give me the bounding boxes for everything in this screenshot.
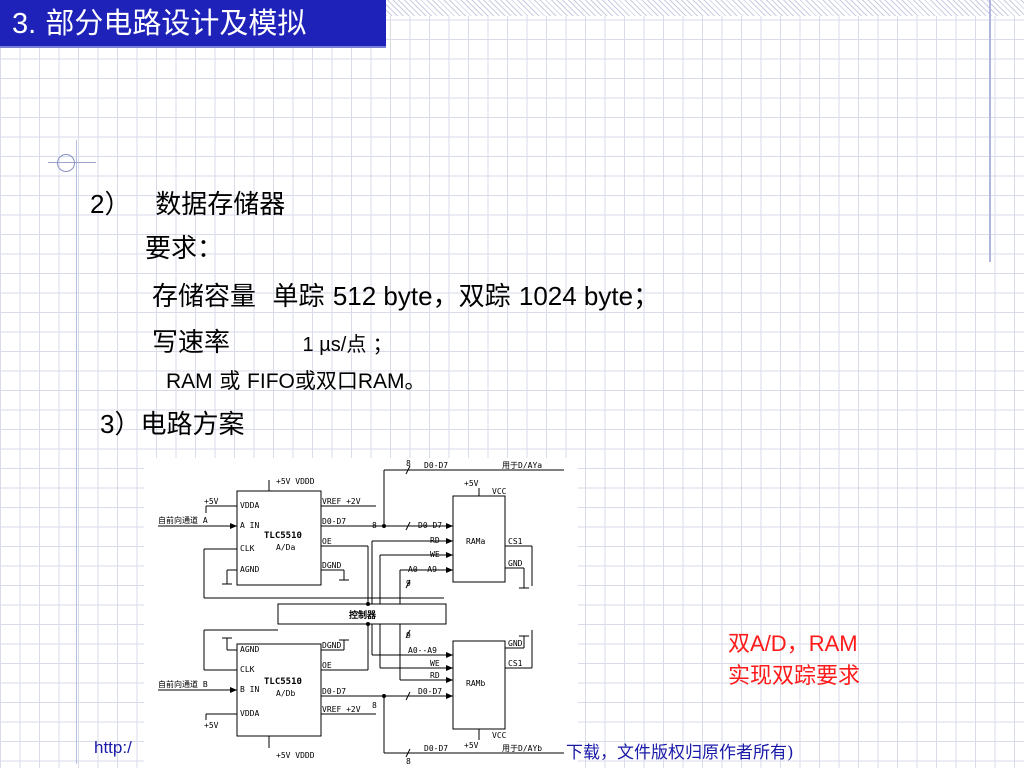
svg-text:WE: WE	[430, 550, 440, 559]
svg-text:OE: OE	[322, 661, 332, 670]
svg-text:8: 8	[372, 521, 377, 530]
svg-text:8: 8	[406, 459, 411, 468]
svg-text:DGND: DGND	[322, 641, 341, 650]
svg-text:VDDA: VDDA	[240, 709, 259, 718]
svg-text:自前向通道 B: 自前向通道 B	[158, 679, 208, 689]
svg-text:A/Db: A/Db	[276, 689, 295, 698]
svg-text:8: 8	[406, 757, 411, 766]
decorative-ring-icon	[57, 154, 75, 172]
svg-text:D0-D7: D0-D7	[418, 687, 442, 696]
svg-text:RAMb: RAMb	[466, 679, 485, 688]
svg-text:用于D/AYb: 用于D/AYb	[502, 744, 542, 753]
svg-text:+5V: +5V	[464, 741, 479, 750]
ram-fifo-line: RAM 或 FIFO或双口RAM。	[166, 369, 426, 393]
circuit-scheme-heading: 3）电路方案	[100, 409, 245, 440]
circuit-schematic: +5V VDDD +5V VDDA 自前向通道 A A IN CLK AGND …	[158, 459, 564, 766]
dual-adc-note: 双A/D，RAM 实现双踪要求	[728, 631, 861, 689]
svg-text:A0--A9: A0--A9	[408, 565, 437, 574]
svg-text:GND: GND	[508, 639, 523, 648]
svg-text:+5V VDDD: +5V VDDD	[276, 477, 315, 486]
svg-text:B IN: B IN	[240, 685, 259, 694]
svg-text:VCC: VCC	[492, 731, 507, 740]
svg-text:+5V: +5V	[464, 479, 479, 488]
header-hatch-band	[380, 0, 1024, 16]
svg-text:D0-D7: D0-D7	[322, 687, 346, 696]
svg-text:VDDA: VDDA	[240, 501, 259, 510]
svg-text:VREF +2V: VREF +2V	[322, 705, 361, 714]
svg-text:A IN: A IN	[240, 521, 259, 530]
svg-text:RD: RD	[430, 536, 440, 545]
svg-text:D0-D7: D0-D7	[424, 744, 448, 753]
svg-text:D0-D7: D0-D7	[322, 517, 346, 526]
adc-top-block	[236, 490, 322, 586]
svg-text:+5V: +5V	[204, 721, 219, 730]
svg-text:CS1: CS1	[508, 659, 523, 668]
svg-text:+5V VDDD: +5V VDDD	[276, 751, 315, 760]
svg-text:自前向通道 A: 自前向通道 A	[158, 515, 208, 525]
decorative-right-rule	[989, 0, 991, 262]
svg-text:9: 9	[406, 579, 411, 588]
svg-text:AGND: AGND	[240, 565, 259, 574]
title-number: 3.	[12, 8, 37, 40]
requirements-heading: 要求：	[145, 234, 224, 264]
svg-text:用于D/AYa: 用于D/AYa	[502, 461, 542, 470]
svg-text:OE: OE	[322, 537, 332, 546]
svg-text:D0-D7: D0-D7	[418, 521, 442, 530]
svg-text:控制器: 控制器	[349, 609, 377, 621]
svg-text:GND: GND	[508, 559, 523, 568]
svg-text:VCC: VCC	[492, 487, 507, 496]
title-text: 部分电路设计及模拟	[45, 6, 307, 40]
svg-text:VREF +2V: VREF +2V	[322, 497, 361, 506]
svg-text:WE: WE	[430, 659, 440, 668]
svg-text:RAMa: RAMa	[466, 537, 485, 546]
svg-text:CS1: CS1	[508, 537, 523, 546]
controller-block	[277, 603, 447, 625]
svg-text:TLC5510: TLC5510	[264, 677, 302, 687]
item-data-memory: 2） 数据存储器	[90, 189, 286, 220]
decorative-left-rule	[76, 140, 77, 764]
capacity-line: 存储容量 单踪 512 byte，双踪 1024 byte；	[152, 281, 660, 312]
svg-text:8: 8	[372, 701, 377, 710]
svg-text:9: 9	[406, 631, 411, 640]
svg-text:AGND: AGND	[240, 645, 259, 654]
title-bar: 3. 部分电路设计及模拟	[0, 0, 386, 48]
footer-copyright: 下载，文件版权归原作者所有)	[566, 743, 794, 763]
svg-text:D0-D7: D0-D7	[424, 461, 448, 470]
svg-text:A/Da: A/Da	[276, 543, 295, 552]
svg-text:CLK: CLK	[240, 665, 255, 674]
slide-title: 3. 部分电路设计及模拟	[12, 5, 306, 42]
svg-text:DGND: DGND	[322, 561, 341, 570]
svg-text:A0--A9: A0--A9	[408, 646, 437, 655]
footer-link[interactable]: http:/	[94, 738, 132, 757]
svg-text:TLC5510: TLC5510	[264, 531, 302, 541]
svg-text:RD: RD	[430, 671, 440, 680]
svg-text:CLK: CLK	[240, 544, 255, 553]
svg-text:+5V: +5V	[204, 497, 219, 506]
diagram-labels: +5V VDDD +5V VDDA 自前向通道 A A IN CLK AGND …	[158, 459, 542, 766]
circuit-diagram: +5V VDDD +5V VDDA 自前向通道 A A IN CLK AGND …	[144, 458, 578, 768]
write-rate-line: 写速率 1 µs/点 ；	[152, 328, 393, 358]
